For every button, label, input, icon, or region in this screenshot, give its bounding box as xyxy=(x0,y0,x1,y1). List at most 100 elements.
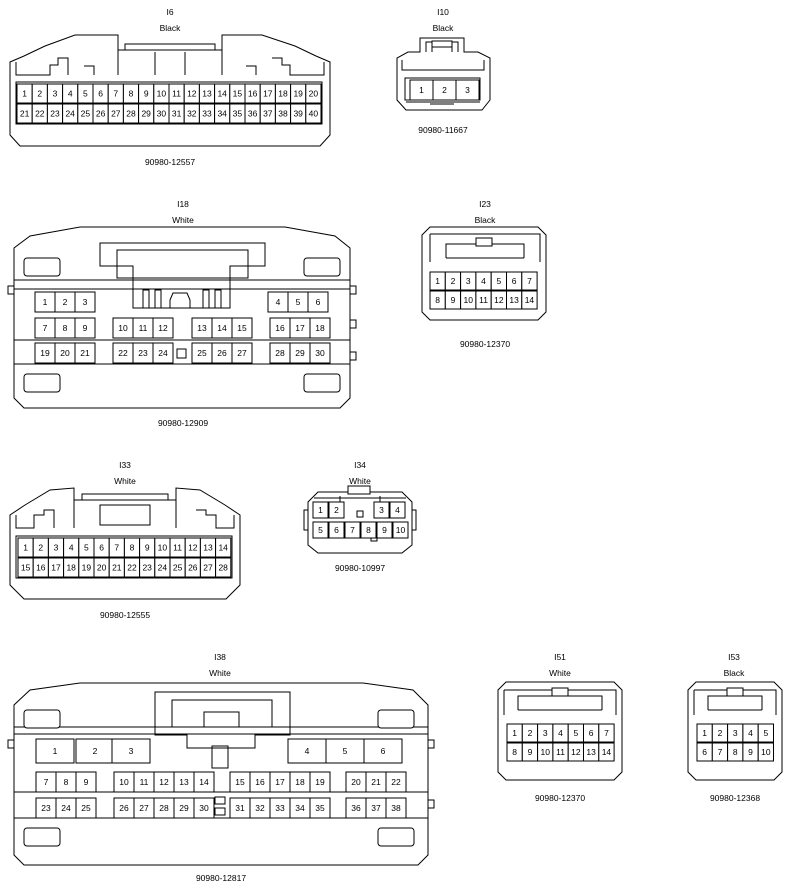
pin-number: 18 xyxy=(278,89,288,99)
pin-number: 4 xyxy=(395,505,400,515)
pin-number: 9 xyxy=(145,543,150,553)
pin-number: 10 xyxy=(396,525,406,535)
pin-number: 12 xyxy=(494,295,504,305)
pin-cell xyxy=(363,738,403,764)
connector-i6-latch xyxy=(15,49,325,76)
pin-number: 3 xyxy=(54,543,59,553)
pin-number: 7 xyxy=(114,543,119,553)
pin-number: 11 xyxy=(172,89,181,99)
pin-number: 28 xyxy=(275,348,285,358)
pin-number: 2 xyxy=(718,728,723,738)
pin-number: 16 xyxy=(36,563,46,573)
pin-number: 10 xyxy=(119,777,129,787)
pin-number: 6 xyxy=(334,525,339,535)
pin-number: 5 xyxy=(84,543,89,553)
pin-cell xyxy=(598,723,615,743)
pin-number: 19 xyxy=(293,89,303,99)
pin-cell xyxy=(305,83,322,104)
pin-number: 6 xyxy=(512,276,517,286)
pin-number: 14 xyxy=(217,323,227,333)
connector-i53-part-number: 90980-12368 xyxy=(710,793,760,803)
pin-cell xyxy=(328,521,345,539)
pin-number: 7 xyxy=(44,777,49,787)
pin-number: 37 xyxy=(263,109,273,119)
connector-i6-color: Black xyxy=(160,23,182,33)
pin-number: 28 xyxy=(126,109,136,119)
pin-number: 19 xyxy=(40,348,50,358)
pin-number: 17 xyxy=(275,777,285,787)
connector-i18-side-clip xyxy=(349,319,357,329)
pin-number: 10 xyxy=(541,747,551,757)
pin-number: 20 xyxy=(351,777,361,787)
pin-number: 6 xyxy=(99,543,104,553)
pin-number: 2 xyxy=(38,543,43,553)
connector-i10-code: I10 xyxy=(437,7,449,17)
connector-i33-code: I33 xyxy=(119,460,131,470)
pin-number: 4 xyxy=(481,276,486,286)
pin-number: 28 xyxy=(159,803,169,813)
pin-cell xyxy=(152,342,174,364)
pin-number: 5 xyxy=(496,276,501,286)
pin-number: 17 xyxy=(263,89,273,99)
connector-i18-keys xyxy=(142,289,222,309)
pin-number: 10 xyxy=(118,323,128,333)
pin-cell xyxy=(757,723,775,743)
pin-number: 15 xyxy=(237,323,247,333)
pin-number: 38 xyxy=(278,109,288,119)
pin-number: 24 xyxy=(61,803,71,813)
connector-i18-right-tab xyxy=(303,257,341,277)
connector-i38-side-clip xyxy=(7,739,15,749)
pin-number: 21 xyxy=(80,348,90,358)
pin-cell xyxy=(307,291,329,313)
pin-number: 34 xyxy=(295,803,305,813)
pin-cell xyxy=(193,771,215,793)
connector-i10-color: Black xyxy=(433,23,455,33)
pin-number: 11 xyxy=(479,295,488,305)
pin-number: 12 xyxy=(571,747,581,757)
pin-cell xyxy=(392,521,409,539)
pin-number: 9 xyxy=(382,525,387,535)
pin-number: 9 xyxy=(84,777,89,787)
connector-i23-code: I23 xyxy=(479,199,491,209)
pin-number: 4 xyxy=(748,728,753,738)
connector-i23-color: Black xyxy=(475,215,497,225)
pin-number: 5 xyxy=(763,728,768,738)
pin-number: 26 xyxy=(119,803,129,813)
connector-i6-code: I6 xyxy=(166,7,173,17)
connector-i38-side-clip xyxy=(427,799,435,809)
pin-number: 10 xyxy=(157,89,167,99)
pin-number: 20 xyxy=(309,89,319,99)
pin-number: 27 xyxy=(111,109,121,119)
pin-number: 22 xyxy=(118,348,128,358)
pin-cell xyxy=(215,557,232,578)
pin-number: 23 xyxy=(41,803,51,813)
pin-number: 4 xyxy=(305,746,310,756)
pin-number: 6 xyxy=(702,747,707,757)
pin-number: 10 xyxy=(158,543,168,553)
pin-cell xyxy=(75,738,115,764)
connector-i38-part-number: 90980-12817 xyxy=(196,873,246,883)
connector-i51-lock xyxy=(551,687,569,697)
pin-number: 22 xyxy=(35,109,45,119)
pin-cell xyxy=(152,317,174,339)
pin-number: 20 xyxy=(97,563,107,573)
pin-number: 14 xyxy=(218,543,228,553)
connector-i53-color: Black xyxy=(724,668,746,678)
pin-number: 2 xyxy=(37,89,42,99)
connector-i10-part-number: 90980-11667 xyxy=(418,125,468,135)
connector-i18-side-clip xyxy=(7,285,15,295)
connector-i33-latch xyxy=(15,499,235,529)
pin-cell xyxy=(328,501,345,519)
pin-cell xyxy=(385,771,407,793)
pin-number: 12 xyxy=(158,323,168,333)
connector-i51-frame xyxy=(503,689,617,715)
pin-number: 23 xyxy=(50,109,60,119)
pin-number: 5 xyxy=(573,728,578,738)
